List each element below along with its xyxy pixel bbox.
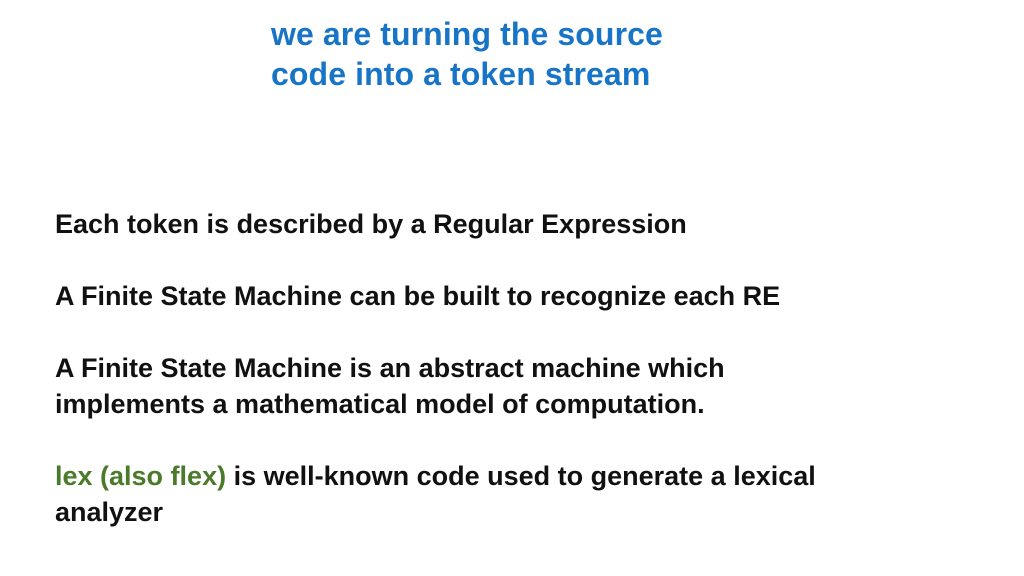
paragraph-lex-line-1: lex (also flex) is well-known code used …: [55, 458, 995, 494]
paragraph-abstract-machine-line-2: implements a mathematical model of compu…: [55, 389, 705, 419]
paragraph-finite-state-machine-re: A Finite State Machine can be built to r…: [55, 281, 781, 311]
paragraph-regular-expression: Each token is described by a Regular Exp…: [55, 209, 687, 239]
slide-body: Each token is described by a Regular Exp…: [55, 206, 995, 530]
spacer: [55, 422, 995, 458]
lex-highlight: lex (also flex): [55, 461, 227, 491]
slide-title-line-1: we are turning the source: [271, 16, 663, 52]
paragraph-abstract-machine-line-1: A Finite State Machine is an abstract ma…: [55, 353, 725, 383]
slide-title: we are turning the source code into a to…: [271, 14, 791, 94]
slide-title-line-2: code into a token stream: [271, 56, 651, 92]
lex-description: is well-known code used to generate a le…: [226, 461, 816, 491]
spacer: [55, 242, 995, 278]
paragraph-lex-line-2: analyzer: [55, 497, 164, 527]
spacer: [55, 314, 995, 350]
